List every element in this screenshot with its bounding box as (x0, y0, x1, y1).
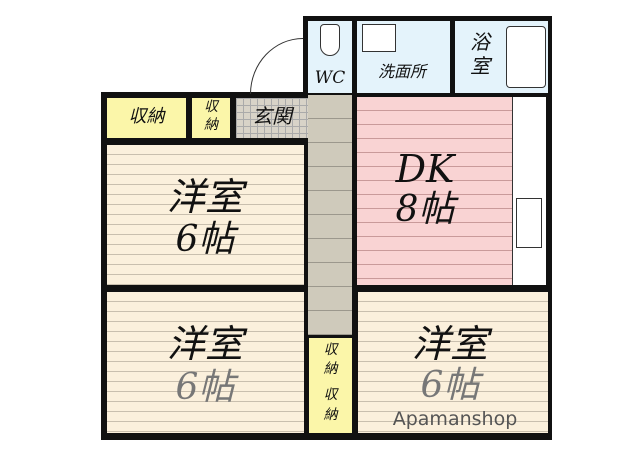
western-br-name: 洋室 (411, 322, 488, 366)
washroom-label: 洗面所 (377, 62, 426, 81)
dk-name: DK (395, 147, 455, 191)
storage-small (192, 98, 230, 138)
storage-mid-1a: 収 (323, 342, 338, 358)
dk-size: 8帖 (395, 189, 455, 230)
watermark: Apamanshop (392, 408, 518, 430)
storage-small-label-1: 収 (204, 99, 218, 115)
storage-middle (309, 338, 352, 433)
western-bl-size: 6帖 (175, 367, 235, 408)
bath-label-1: 浴 (470, 30, 490, 54)
storage-mid-1b: 納 (323, 361, 338, 377)
sink-icon (362, 24, 396, 52)
storage-large-label: 収納 (128, 106, 165, 127)
room-western-bottom-left (107, 292, 304, 433)
storage-mid-2b: 納 (323, 407, 338, 423)
storage-small-label-2: 納 (204, 117, 218, 133)
entrance (236, 98, 308, 138)
toilet-icon (320, 24, 340, 56)
entrance-label: 玄関 (252, 104, 292, 128)
western-top-size: 6帖 (175, 219, 235, 260)
kitchen-counter (512, 97, 546, 285)
storage-large (107, 98, 186, 138)
western-top-name: 洋室 (166, 175, 243, 219)
wc-label: WC (314, 68, 346, 88)
room-dk (357, 97, 512, 285)
western-bl-name: 洋室 (166, 322, 243, 366)
corridor (308, 95, 352, 335)
western-br-size: 6帖 (420, 365, 480, 406)
room-western-top (107, 145, 304, 285)
room-western-bottom-right (358, 292, 548, 433)
storage-mid-2a: 収 (323, 387, 338, 403)
bathtub-icon (506, 26, 546, 88)
bath-label-2: 室 (470, 54, 490, 78)
stove-icon (516, 198, 542, 248)
